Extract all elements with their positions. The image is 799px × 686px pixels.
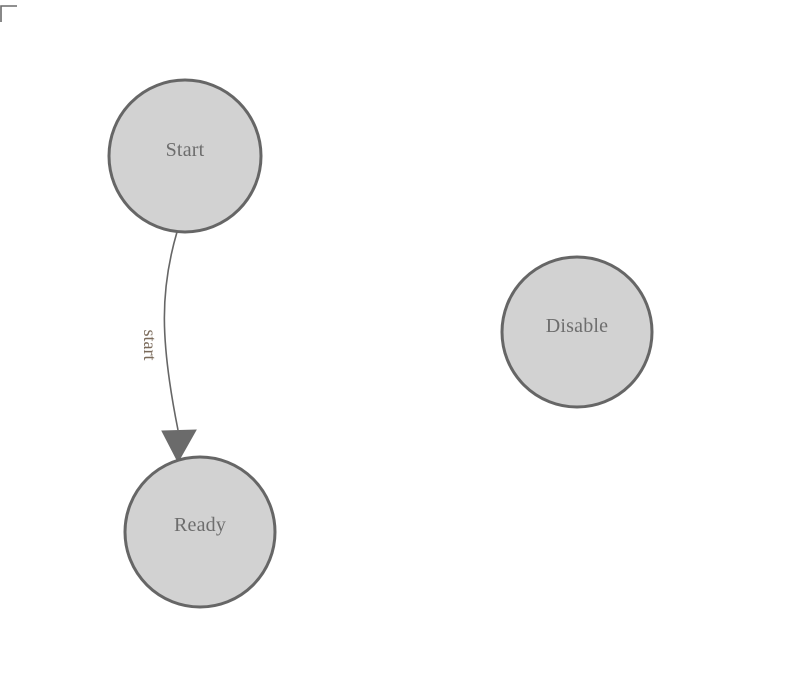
state-node-start-shape[interactable] [107,78,263,234]
state-node-start[interactable]: Start [107,78,263,234]
state-node-disable[interactable]: Disable [500,255,654,409]
edge-start-to-ready[interactable]: start [140,231,197,464]
state-node-start-label: Start [166,139,205,161]
state-node-ready-label: Ready [174,514,226,536]
arrowhead-icon [161,429,197,464]
state-node-disable-label: Disable [546,315,609,337]
edge-path [163,231,179,431]
state-node-disable-shape[interactable] [500,255,654,409]
state-node-ready[interactable]: Ready [123,455,277,609]
corner-bracket-mark [0,5,17,22]
state-node-ready-shape[interactable] [123,455,277,609]
edge-label-start: start [140,330,160,361]
